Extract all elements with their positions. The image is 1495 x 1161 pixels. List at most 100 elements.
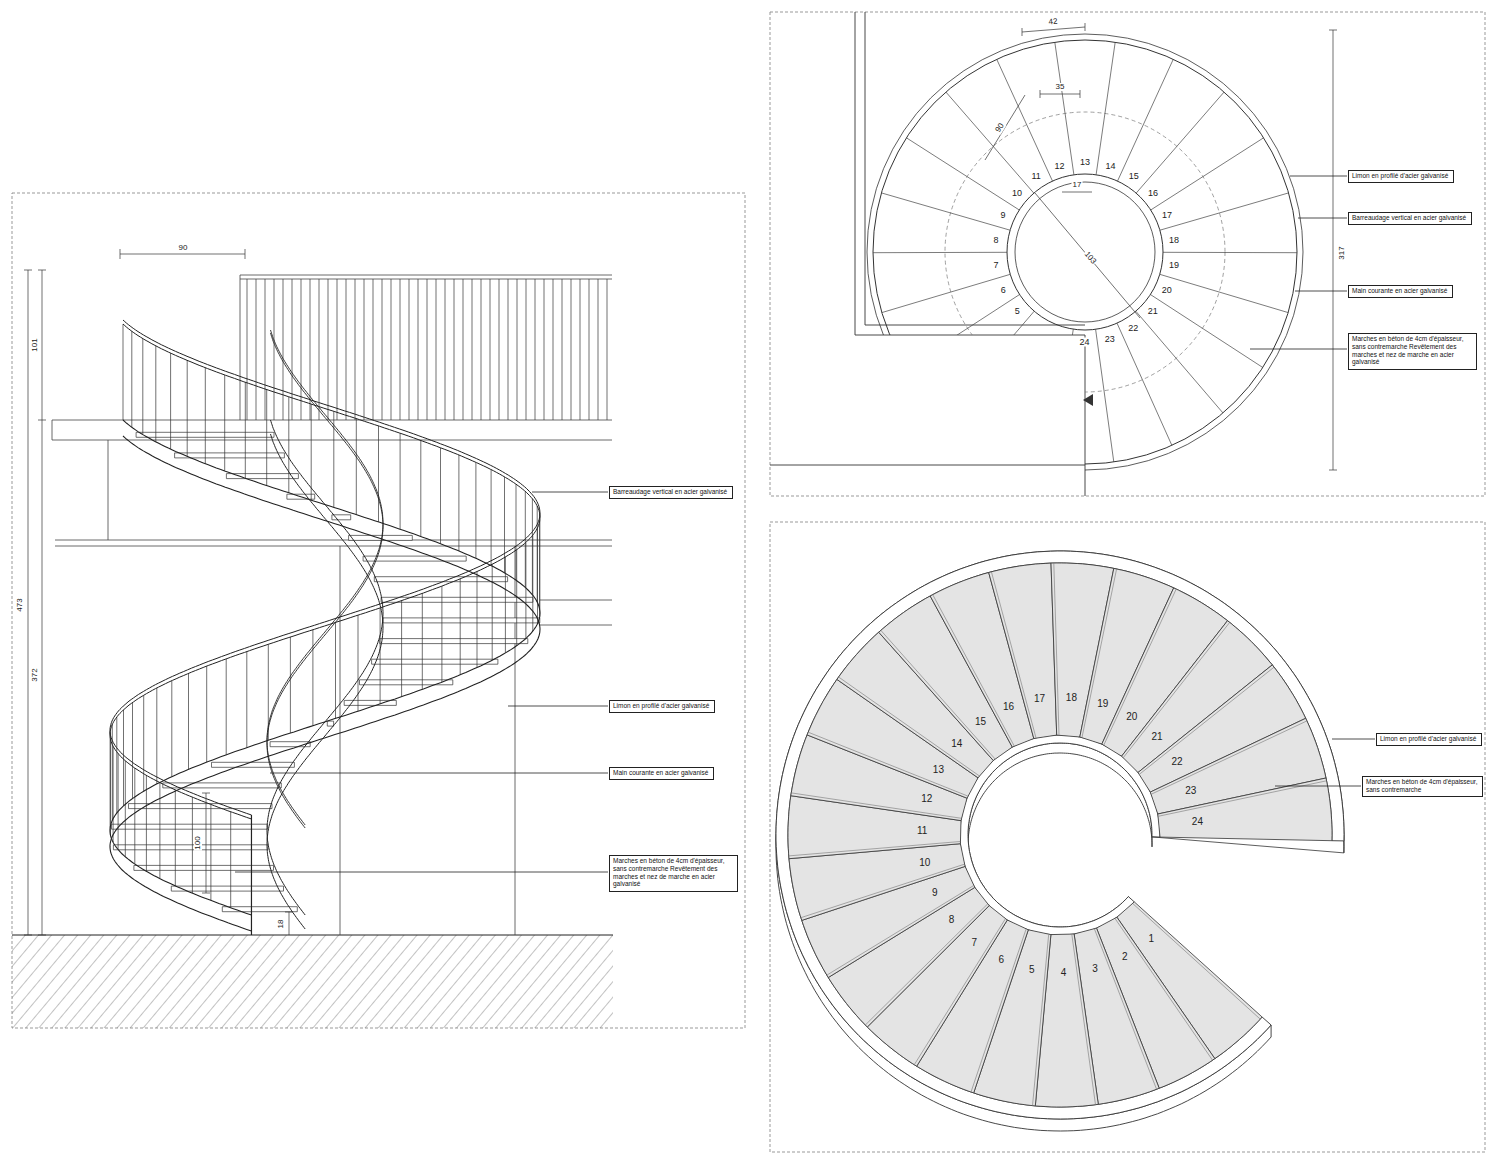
callout-box: Limon en profilé d'acier galvanisé	[1348, 170, 1454, 183]
dimension-label: 42	[1047, 18, 1059, 27]
step-line	[882, 274, 1011, 312]
baluster	[311, 404, 312, 500]
callout-box: Main courante en acier galvanisé	[1348, 285, 1453, 298]
baluster	[335, 623, 336, 719]
tread	[327, 721, 333, 726]
baluster	[458, 455, 459, 551]
step-number: 21	[1147, 307, 1159, 316]
step-line	[997, 59, 1053, 181]
handrail	[110, 324, 540, 819]
axonometric-plan	[776, 551, 1344, 1131]
step-number: 22	[1127, 324, 1139, 333]
step-number: 20	[1161, 285, 1173, 294]
baluster	[477, 572, 478, 668]
baluster	[123, 324, 124, 420]
panel-frame	[770, 12, 1485, 496]
nosing	[791, 793, 961, 818]
baluster	[143, 695, 144, 791]
callout-text: Limon en profilé d'acier galvanisé	[1352, 172, 1450, 180]
callout-box: Limon en profilé d'acier galvanisé	[609, 700, 715, 713]
baluster	[490, 279, 491, 420]
baluster	[123, 710, 124, 806]
step-line	[1160, 274, 1289, 312]
dimension-label: 90	[178, 244, 189, 252]
step-number: 17	[1161, 210, 1173, 219]
step-number: 6	[998, 955, 1006, 965]
step-line	[881, 193, 1010, 230]
baluster	[283, 279, 284, 420]
outer-stringer	[110, 420, 540, 915]
step-line	[1163, 252, 1297, 253]
baluster	[226, 659, 227, 755]
baluster	[171, 681, 172, 777]
step-number: 10	[918, 858, 931, 868]
callout-text: Main courante en acier galvanisé	[1352, 287, 1449, 295]
tread	[372, 659, 498, 664]
top-plan	[867, 34, 1303, 470]
step-number: 15	[974, 717, 987, 727]
tread	[989, 563, 1057, 738]
callout-text: Marches en béton de 4cm d'épaisseur, san…	[1352, 335, 1472, 366]
baluster	[187, 360, 188, 456]
tread	[349, 535, 413, 540]
baluster	[364, 279, 365, 420]
baluster	[274, 279, 275, 420]
nosing	[1072, 934, 1096, 1104]
tread	[129, 804, 273, 809]
baluster	[155, 346, 156, 442]
step-number: 13	[1079, 158, 1091, 167]
step-number: 4	[1060, 968, 1068, 978]
baluster	[445, 279, 446, 420]
tread	[163, 783, 281, 788]
dimension-label: 17	[1072, 181, 1083, 189]
tread	[171, 886, 283, 891]
baluster	[113, 746, 114, 842]
baluster	[463, 279, 464, 420]
dimension-label: 103	[1082, 250, 1098, 267]
baluster	[580, 279, 581, 420]
dimension-label: 90	[994, 121, 1007, 134]
step-line	[1151, 138, 1264, 210]
baluster	[400, 279, 401, 420]
baluster	[562, 279, 563, 420]
baluster	[188, 673, 189, 769]
step-number: 5	[1014, 307, 1021, 316]
baluster	[245, 382, 246, 478]
baluster	[247, 279, 248, 420]
callout-text: Limon en profilé d'acier galvanisé	[613, 702, 711, 710]
step-number: 11	[916, 826, 928, 836]
baluster	[537, 506, 538, 602]
step-line	[1136, 92, 1224, 193]
leader-lines	[235, 492, 608, 872]
baluster	[132, 703, 133, 799]
baluster	[454, 279, 455, 420]
baluster	[481, 279, 482, 420]
handrail	[110, 320, 540, 815]
baluster	[355, 279, 356, 420]
baluster	[505, 557, 506, 653]
baluster	[159, 783, 160, 879]
callout-text: Marches en béton de 4cm d'épaisseur, san…	[613, 857, 733, 888]
baluster	[418, 279, 419, 420]
tread	[383, 618, 540, 623]
step-number: 14	[1104, 161, 1116, 170]
step-number: 11	[1031, 172, 1042, 181]
step-number: 24	[1078, 338, 1090, 347]
step-number: 17	[1033, 694, 1046, 704]
baluster	[475, 462, 476, 558]
nosing	[1094, 929, 1156, 1089]
dimension-lines	[24, 249, 293, 935]
step-number: 22	[1170, 757, 1183, 767]
baluster	[116, 717, 117, 813]
baluster	[441, 586, 442, 682]
tread	[134, 865, 274, 870]
step-number: 2	[1121, 952, 1129, 962]
baluster	[205, 368, 206, 464]
baluster	[589, 279, 590, 420]
step-number: 8	[948, 915, 956, 925]
step-line	[947, 311, 1034, 413]
tread	[360, 680, 453, 685]
baluster	[516, 484, 517, 580]
step-number: 1	[1147, 934, 1155, 944]
